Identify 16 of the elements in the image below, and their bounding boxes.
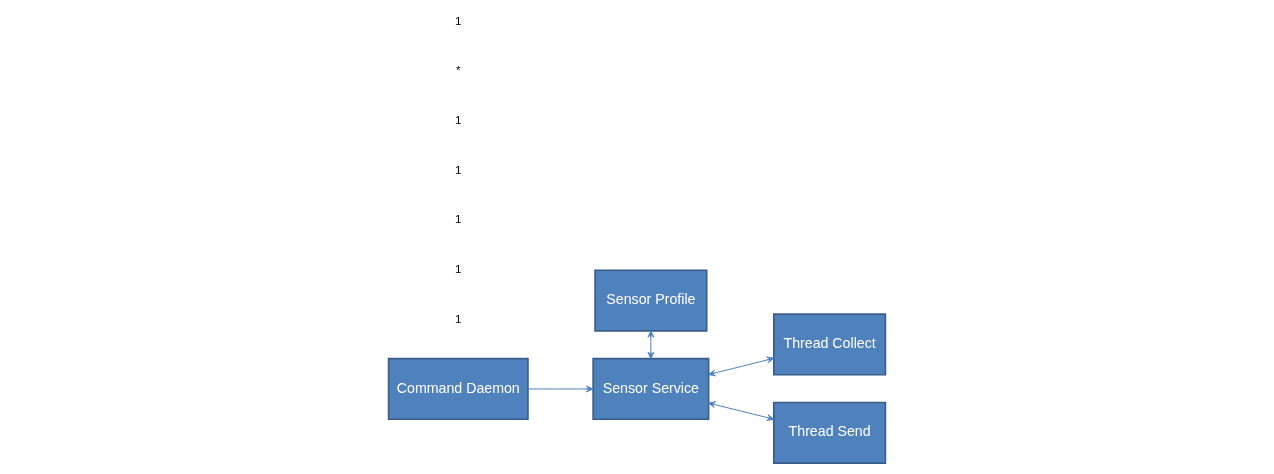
label: 1 bbox=[455, 262, 462, 276]
label: 1 bbox=[455, 162, 462, 176]
arrow bbox=[527, 385, 594, 393]
node-box: Sensor Service bbox=[592, 357, 710, 421]
label: 1 bbox=[455, 13, 462, 27]
label: * bbox=[456, 63, 461, 77]
label: 1 bbox=[455, 113, 462, 127]
label: 1 bbox=[455, 212, 462, 226]
arrow bbox=[708, 401, 775, 421]
node-box: Thread Collect bbox=[773, 313, 887, 376]
arrow bbox=[647, 330, 655, 360]
node-box: Thread Send bbox=[773, 401, 887, 464]
label: 1 bbox=[455, 311, 462, 325]
node-box: Sensor Profile bbox=[594, 269, 708, 332]
arrow bbox=[708, 356, 775, 377]
node-box: Command Daemon bbox=[387, 357, 529, 421]
